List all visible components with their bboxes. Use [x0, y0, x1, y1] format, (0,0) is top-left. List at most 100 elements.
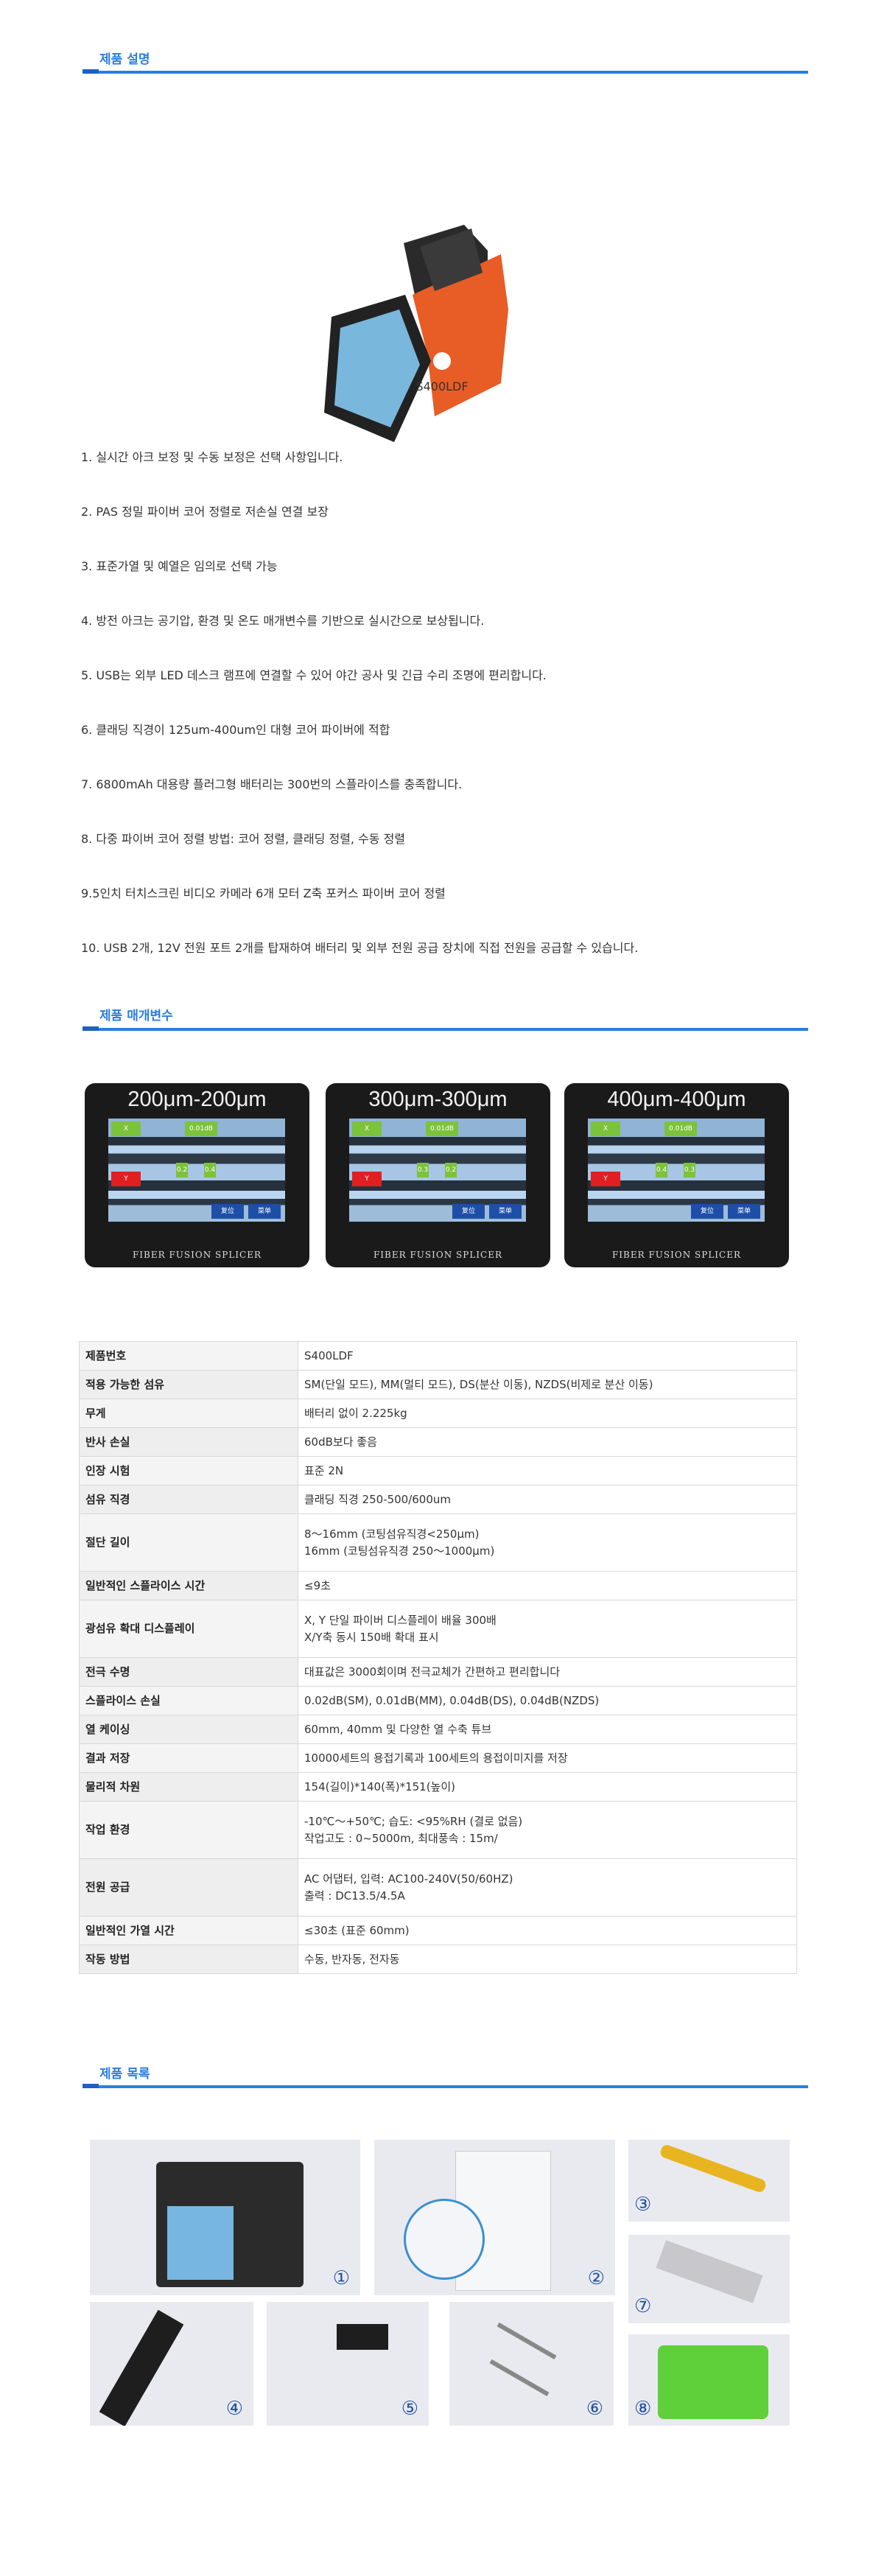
spec-label: 무게: [79, 1399, 298, 1428]
screen-title: 400μm-400μm: [607, 1088, 746, 1111]
spec-value: S400LDF: [304, 1348, 354, 1362]
package-item-stripper: ③: [628, 2140, 790, 2222]
spec-label: 반사 손실: [79, 1427, 298, 1457]
spec-value: 출력 : DC13.5/4.5A: [304, 1889, 405, 1903]
spec-value-cell: SM(단일 모드), MM(멀티 모드), DS(분산 이동), NZDS(비제…: [298, 1370, 797, 1399]
spec-label: 일반적인 스플라이스 시간: [79, 1571, 298, 1600]
item-number: ③: [634, 2194, 652, 2216]
spec-row: 섬유 직경 클래딩 직경 250-500/600um: [79, 1485, 797, 1514]
spec-row: 물리적 차원 154(길이)*140(폭)*151(높이): [79, 1772, 797, 1802]
brand-label: FIBER FUSION SPLICER: [611, 1250, 742, 1260]
item-number: ②: [587, 2267, 605, 2289]
spec-label: 작동 방법: [79, 1945, 298, 1974]
fiber-screen-image: 300μm-300μm X 0.01dB 0.3 0.2 Y 复位 菜单 FIB…: [326, 1083, 550, 1267]
spec-value-cell: 표준 2N: [298, 1456, 797, 1485]
screen-display: X 0.01dB 0.4 0.3 Y 复位 菜单: [588, 1119, 765, 1222]
menu-button: 菜单: [728, 1204, 760, 1219]
spec-value: 154(길이)*140(폭)*151(높이): [304, 1779, 456, 1793]
feature-item: 10. USB 2개, 12V 전원 포트 2개를 탑재하여 배터리 및 외부 …: [81, 941, 639, 955]
x-label: X: [352, 1121, 382, 1136]
spec-label: 열 케이싱: [79, 1715, 298, 1744]
package-item-electrodes: ⑥: [449, 2302, 614, 2426]
spec-value-cell: 10000세트의 용접기록과 100세트의 용접이미지를 저장: [298, 1743, 797, 1773]
spec-label: 섬유 직경: [79, 1485, 298, 1514]
item-number: ⑥: [586, 2398, 603, 2420]
y-label: Y: [352, 1172, 382, 1186]
spec-label: 스플라이스 손실: [79, 1686, 298, 1715]
screen-title: 200μm-200μm: [127, 1088, 267, 1111]
spec-label: 제품번호: [79, 1341, 298, 1371]
section-divider: [83, 69, 808, 74]
spec-value: -10℃～+50℃; 습도: <95%RH (결로 없음): [304, 1815, 523, 1828]
menu-button: 菜单: [489, 1204, 522, 1219]
section-title-package: 제품 목록: [99, 2067, 150, 2082]
loss-label: 0.01dB: [426, 1121, 458, 1136]
spec-label: 물리적 차원: [79, 1772, 298, 1802]
spec-value: 배터리 없이 2.225kg: [304, 1406, 407, 1420]
product-image: [317, 221, 545, 464]
reset-button: 复位: [691, 1204, 723, 1219]
spec-label: 전원 공급: [79, 1858, 298, 1917]
spec-value: 수동, 반자동, 전자동: [304, 1952, 400, 1966]
spec-value-cell: S400LDF: [298, 1341, 797, 1371]
item-number: ⑧: [634, 2398, 652, 2420]
spec-label: 절단 길이: [79, 1513, 298, 1572]
brand-label: FIBER FUSION SPLICER: [373, 1250, 503, 1260]
package-item-manual: ②: [374, 2140, 615, 2295]
spec-value-cell: 배터리 없이 2.225kg: [298, 1399, 797, 1428]
y-label: Y: [591, 1172, 620, 1186]
spec-row: 전극 수명 대표값은 3000회이며 전극교체가 간편하고 편리합니다: [79, 1657, 797, 1687]
feature-item: 3. 표준가열 및 예열은 임의로 선택 가능: [81, 559, 278, 573]
loss-label: 0.01dB: [664, 1121, 697, 1136]
reset-button: 复位: [452, 1204, 485, 1219]
y-label: Y: [111, 1172, 141, 1186]
spec-row: 일반적인 스플라이스 시간≤9초: [79, 1571, 797, 1600]
x-label: X: [111, 1121, 141, 1136]
package-item-case: ⑧: [628, 2334, 790, 2426]
spec-value: 16mm (코팅섬유직경 250～1000μm): [304, 1544, 495, 1558]
reset-button: 复位: [211, 1204, 244, 1219]
spec-value: 8～16mm (코팅섬유직경<250μm): [304, 1527, 480, 1541]
spec-value-cell: 8～16mm (코팅섬유직경<250μm) 16mm (코팅섬유직경 250～10…: [298, 1513, 797, 1572]
product-caption: S400LDF: [415, 379, 469, 393]
spec-value-cell: -10℃～+50℃; 습도: <95%RH (결로 없음)작업고도 : 0~50…: [298, 1801, 797, 1859]
feature-item: 9.5인치 터치스크린 비디오 카메라 6개 모터 Z축 포커스 파이버 코어 …: [81, 886, 446, 900]
spec-label: 일반적인 가열 시간: [79, 1916, 298, 1945]
loss-label: 0.01dB: [185, 1121, 217, 1136]
spec-value: ≤30초 (표준 60mm): [304, 1923, 410, 1937]
spec-value-cell: 0.02dB(SM), 0.01dB(MM), 0.04dB(DS), 0.04…: [298, 1686, 797, 1715]
fiber-screen-image: 200μm-200μm X 0.01dB 0.2 0.4 Y 复位 菜单 FIB…: [85, 1083, 309, 1267]
package-item-adapter: ⑤: [267, 2302, 429, 2426]
spec-value-cell: 수동, 반자동, 전자동: [298, 1945, 797, 1974]
spec-value: 표준 2N: [304, 1463, 344, 1477]
offset-a: 0.2: [176, 1163, 188, 1177]
item-number: ⑤: [401, 2398, 418, 2420]
feature-item: 4. 방전 아크는 공기압, 환경 및 온도 매개변수를 기반으로 실시간으로 …: [81, 614, 485, 628]
spec-value-cell: ≤30초 (표준 60mm): [298, 1916, 797, 1945]
screen-display: X 0.01dB 0.3 0.2 Y 复位 菜单: [349, 1119, 526, 1222]
package-item-splicer: ①: [90, 2140, 360, 2295]
spec-value: X, Y 단일 파이버 디스플레이 배율 300배: [304, 1614, 497, 1627]
spec-label: 전극 수명: [79, 1657, 298, 1687]
offset-a: 0.4: [656, 1163, 667, 1177]
spec-value-cell: ≤9초: [298, 1571, 797, 1600]
item-number: ①: [332, 2267, 350, 2289]
x-label: X: [591, 1121, 620, 1136]
spec-value: 대표값은 3000회이며 전극교체가 간편하고 편리합니다: [304, 1665, 561, 1679]
spec-label: 광섬유 확대 디스플레이: [79, 1600, 298, 1658]
spec-row: 무게 배터리 없이 2.225kg: [79, 1399, 797, 1428]
spec-value-cell: 60mm, 40mm 및 다양한 열 수축 튜브: [298, 1715, 797, 1744]
spec-label: 작업 환경: [79, 1801, 298, 1859]
fiber-screen-image: 400μm-400μm X 0.01dB 0.4 0.3 Y 复位 菜单 FIB…: [564, 1083, 789, 1267]
section-title-description: 제품 설명: [99, 52, 150, 67]
spec-value: 클래딩 직경 250-500/600um: [304, 1492, 452, 1506]
spec-label: 적용 가능한 섬유: [79, 1370, 298, 1399]
